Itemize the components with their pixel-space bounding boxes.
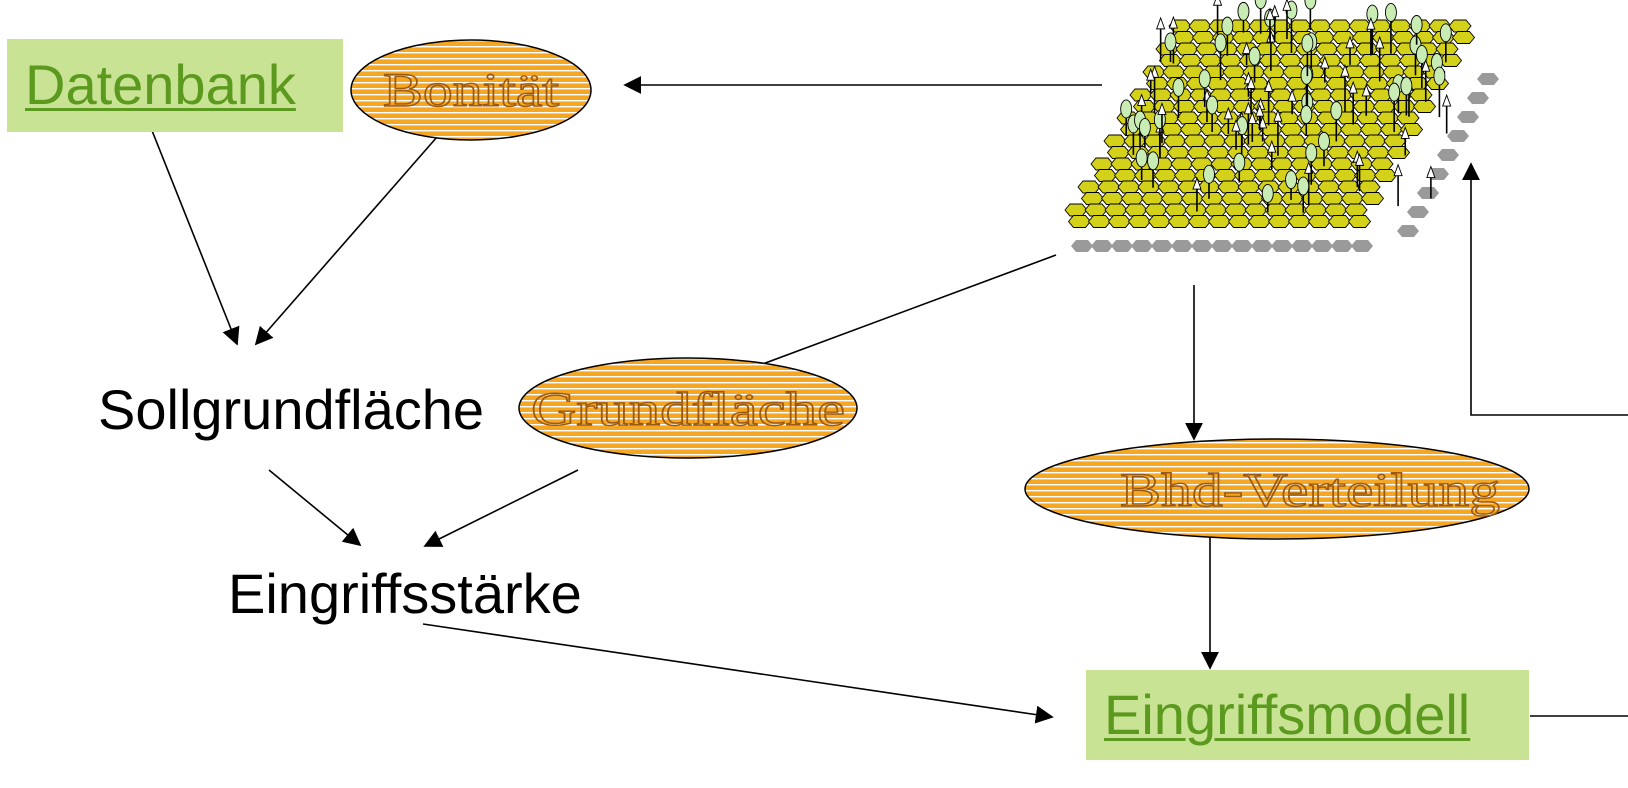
forest-stand-icon	[1064, 0, 1499, 252]
arrow-datenbank-to-sollgrund	[146, 117, 240, 346]
eingriffsmodell-link[interactable]: Eingriffsmodell	[1104, 683, 1471, 746]
connectors	[146, 76, 1628, 724]
bhd-verteilung-label: Bhd-Verteilung	[1120, 464, 1500, 517]
sollgrundflaeche-text: Sollgrundfläche	[98, 378, 485, 441]
datenbank-box	[7, 39, 343, 132]
eingriffsmodell-box	[1086, 670, 1529, 760]
eingriffsstaerke-text: Eingriffsstärke	[228, 562, 582, 625]
ellipse-grundflaeche: Grundfläche	[518, 357, 858, 459]
bonitaet-label: Bonität	[383, 64, 560, 117]
loop-return-path	[1462, 162, 1628, 416]
arrow-sollgrund-to-eingriff	[268, 469, 362, 547]
arrow-eingriff-to-eingriffsmodell	[422, 623, 1054, 724]
datenbank-link[interactable]: Datenbank	[25, 53, 296, 116]
ellipse-bhd-verteilung: Bhd-Verteilung	[1024, 438, 1530, 540]
arrow-grundflaeche-to-eingriff	[423, 469, 579, 547]
grundflaeche-label: Grundfläche	[531, 383, 845, 436]
arrow-bonitaet-to-sollgrund	[254, 136, 438, 346]
line-forest-to-grundflaeche	[759, 254, 1057, 366]
ellipse-bonitaet: Bonität	[350, 39, 592, 141]
